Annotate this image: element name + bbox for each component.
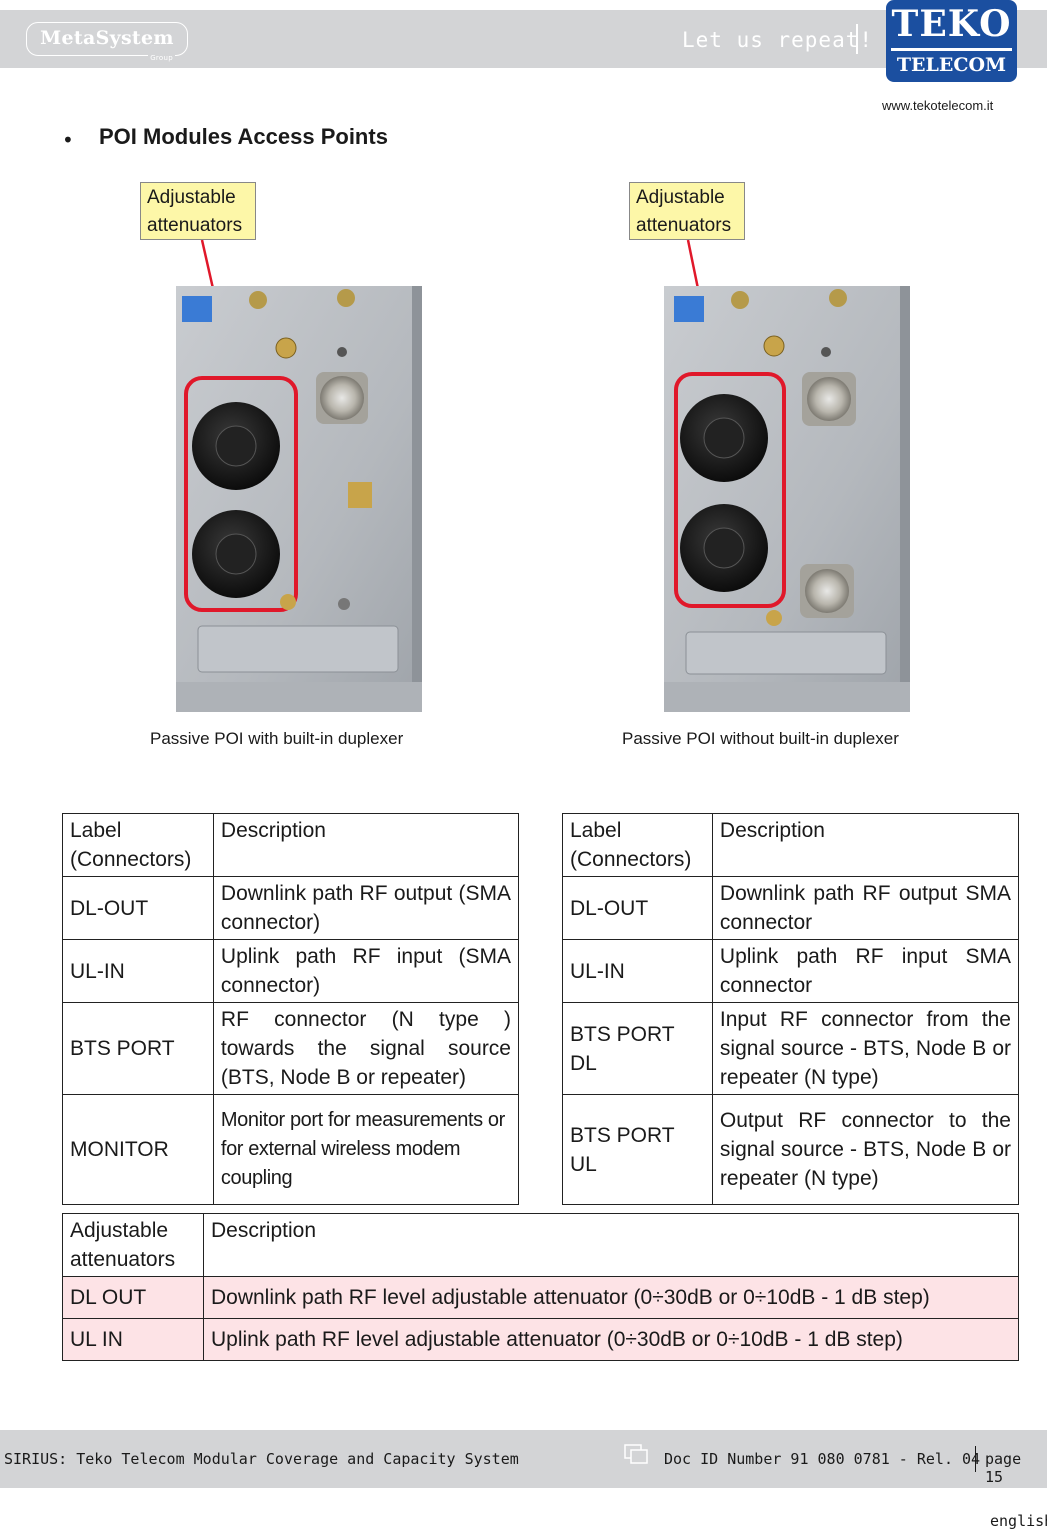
website-link[interactable]: www.tekotelecom.it bbox=[882, 98, 994, 113]
cell-label: DL OUT bbox=[62, 1276, 204, 1319]
table-row: DL-OUT Downlink path RF output (SMA conn… bbox=[62, 876, 520, 940]
header-description: Description bbox=[202, 1213, 1020, 1277]
teko-telecom-logo: TEKO TELECOM bbox=[886, 0, 1017, 82]
callout-line1: Adjustable bbox=[636, 187, 725, 208]
cell-label: UL-IN bbox=[62, 939, 214, 1003]
table-row: MONITOR Monitor port for measurements or… bbox=[62, 1094, 520, 1205]
cell-label: DL-OUT bbox=[562, 876, 713, 940]
cell-label: BTS PORT UL bbox=[562, 1094, 713, 1205]
caption-right: Passive POI without built-in duplexer bbox=[622, 729, 899, 748]
teko-logo-line1: TEKO bbox=[891, 3, 1012, 45]
table-row: UL-IN Uplink path RF input SMA connector bbox=[562, 939, 1020, 1003]
connector-table-without-duplexer: Label (Connectors) Description DL-OUT Do… bbox=[562, 813, 1020, 1205]
table-row: DL OUT Downlink path RF level adjustable… bbox=[62, 1276, 1020, 1319]
header-label: Adjustable attenuators bbox=[62, 1213, 204, 1277]
caption-left: Passive POI with built-in duplexer bbox=[150, 729, 404, 748]
connector-table-with-duplexer: Label (Connectors) Description DL-OUT Do… bbox=[62, 813, 520, 1205]
slogan: Let us repeat! bbox=[682, 28, 874, 52]
cell-label: BTS PORT DL bbox=[562, 1002, 713, 1095]
header-description: Description bbox=[711, 813, 1020, 877]
metasystem-logo: MetaSystem Group bbox=[26, 22, 188, 62]
poi-module-with-duplexer-image bbox=[176, 286, 422, 712]
footer-doc-id: Doc ID Number 91 080 0781 - Rel. 04 bbox=[664, 1450, 981, 1468]
callout-adjustable-attenuators-left: Adjustable attenuators bbox=[140, 182, 256, 240]
table-row: UL-IN Uplink path RF input (SMA connecto… bbox=[62, 939, 520, 1003]
section-title: POI Modules Access Points bbox=[99, 124, 388, 149]
cell-description: Uplink path RF level adjustable attenuat… bbox=[202, 1318, 1020, 1361]
attenuator-table: Adjustable attenuators Description DL OU… bbox=[62, 1213, 1020, 1361]
table-row: UL IN Uplink path RF level adjustable at… bbox=[62, 1318, 1020, 1361]
cell-label: MONITOR bbox=[62, 1094, 214, 1205]
footer-title: SIRIUS: Teko Telecom Modular Coverage an… bbox=[4, 1450, 519, 1468]
header-label: Label (Connectors) bbox=[562, 813, 713, 877]
poi-module-without-duplexer-image bbox=[664, 286, 910, 712]
table-row: BTS PORT RF connector (N type ) towards … bbox=[62, 1002, 520, 1095]
cell-description: Uplink path RF input SMA connector bbox=[711, 939, 1020, 1003]
metasystem-group-text: Group bbox=[148, 54, 175, 62]
teko-logo-rule bbox=[891, 48, 1012, 51]
table-row: BTS PORT DL Input RF connector from the … bbox=[562, 1002, 1020, 1095]
cell-description: RF connector (N type ) towards the signa… bbox=[212, 1002, 520, 1095]
callout-adjustable-attenuators-right: Adjustable attenuators bbox=[629, 182, 745, 240]
cell-description: Downlink path RF output (SMA connector) bbox=[212, 876, 520, 940]
cell-description: Output RF connector to the signal source… bbox=[711, 1094, 1020, 1205]
cell-description: Downlink path RF output SMA connector bbox=[711, 876, 1020, 940]
footer-divider bbox=[975, 1446, 976, 1472]
bullet: • bbox=[62, 128, 74, 152]
cell-label: DL-OUT bbox=[62, 876, 214, 940]
teko-logo-line2: TELECOM bbox=[896, 54, 1007, 76]
table-row: DL-OUT Downlink path RF output SMA conne… bbox=[562, 876, 1020, 940]
cell-label: BTS PORT bbox=[62, 1002, 214, 1095]
callout-line1: Adjustable bbox=[147, 187, 236, 208]
table-header-row: Label (Connectors) Description bbox=[562, 813, 1020, 877]
cell-description: Input RF connector from the signal sourc… bbox=[711, 1002, 1020, 1095]
cell-label: UL IN bbox=[62, 1318, 204, 1361]
header-label: Label (Connectors) bbox=[62, 813, 214, 877]
header-divider bbox=[856, 24, 858, 54]
cell-description: Uplink path RF input (SMA connector) bbox=[212, 939, 520, 1003]
table-header-row: Label (Connectors) Description bbox=[62, 813, 520, 877]
language-label: english bbox=[990, 1512, 1047, 1530]
callout-line2: attenuators bbox=[147, 215, 243, 236]
table-row: BTS PORT UL Output RF connector to the s… bbox=[562, 1094, 1020, 1205]
cell-label: UL-IN bbox=[562, 939, 713, 1003]
cell-description: Downlink path RF level adjustable attenu… bbox=[202, 1276, 1020, 1319]
cell-description: Monitor port for measurements or for ext… bbox=[212, 1094, 520, 1205]
header-description: Description bbox=[212, 813, 520, 877]
metasystem-logo-text: MetaSystem bbox=[40, 27, 174, 49]
footer-bar bbox=[0, 1430, 1047, 1488]
document-icon bbox=[624, 1444, 648, 1464]
table-header-row: Adjustable attenuators Description bbox=[62, 1213, 1020, 1277]
callout-line2: attenuators bbox=[636, 215, 732, 236]
footer-page-number: page 15 bbox=[985, 1450, 1022, 1486]
